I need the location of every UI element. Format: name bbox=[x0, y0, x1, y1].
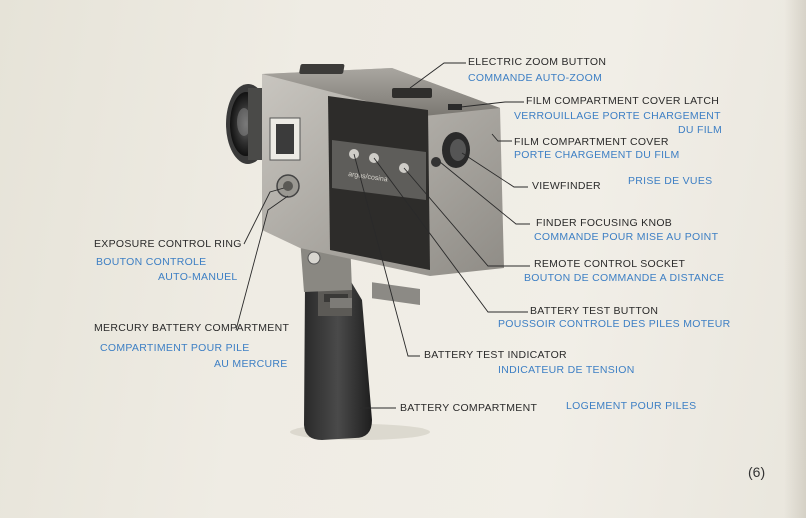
zoom-button-label-fr: COMMANDE AUTO-ZOOM bbox=[468, 72, 603, 84]
focus-knob-label-fr: COMMANDE POUR MISE AU POINT bbox=[534, 231, 719, 243]
exposure-ring-label-fr: BOUTON CONTROLE bbox=[96, 256, 207, 268]
film-cover-label: FILM COMPARTMENT COVER bbox=[514, 136, 669, 148]
camera-body: argus/cosina bbox=[262, 64, 504, 306]
viewfinder-label-fr: PRISE DE VUES bbox=[628, 175, 713, 187]
remote-socket-label: REMOTE CONTROL SOCKET bbox=[534, 258, 686, 270]
battery-indicator-label-fr: INDICATEUR DE TENSION bbox=[498, 364, 635, 376]
leader-lines bbox=[235, 62, 530, 409]
mercury-battery-label-fr-2: AU MERCURE bbox=[214, 358, 288, 370]
viewfinder-label: VIEWFINDER bbox=[532, 180, 601, 192]
battery-test-button-label-fr: POUSSOIR CONTROLE DES PILES MOTEUR bbox=[498, 318, 731, 330]
camera-grip bbox=[304, 280, 372, 440]
remote-socket-label-fr: BOUTON DE COMMANDE A DISTANCE bbox=[524, 272, 725, 284]
cover-latch-label-fr-2: DU FILM bbox=[678, 124, 723, 136]
exposure-ring-label-fr-2: AUTO-MANUEL bbox=[158, 271, 238, 283]
focus-knob-label: FINDER FOCUSING KNOB bbox=[536, 217, 673, 229]
battery-compartment-label-fr: LOGEMENT POUR PILES bbox=[566, 400, 697, 412]
page-fold-shadow bbox=[784, 0, 806, 518]
zoom-button-label: ELECTRIC ZOOM BUTTON bbox=[468, 56, 607, 68]
film-cover-label-fr: PORTE CHARGEMENT DU FILM bbox=[514, 149, 680, 161]
page-number: (6) bbox=[748, 464, 766, 480]
exposure-ring-label: EXPOSURE CONTROL RING bbox=[94, 238, 242, 250]
mercury-battery-label-fr: COMPARTIMENT POUR PILE bbox=[100, 342, 250, 354]
mercury-battery-label: MERCURY BATTERY COMPARTMENT bbox=[94, 322, 290, 334]
battery-compartment-label: BATTERY COMPARTMENT bbox=[400, 402, 538, 414]
battery-indicator-label: BATTERY TEST INDICATOR bbox=[424, 349, 567, 361]
cover-latch-label: FILM COMPARTMENT COVER LATCH bbox=[526, 95, 720, 107]
cover-latch-label-fr: VERROUILLAGE PORTE CHARGEMENT bbox=[514, 110, 721, 122]
battery-test-button-label: BATTERY TEST BUTTON bbox=[530, 305, 659, 317]
